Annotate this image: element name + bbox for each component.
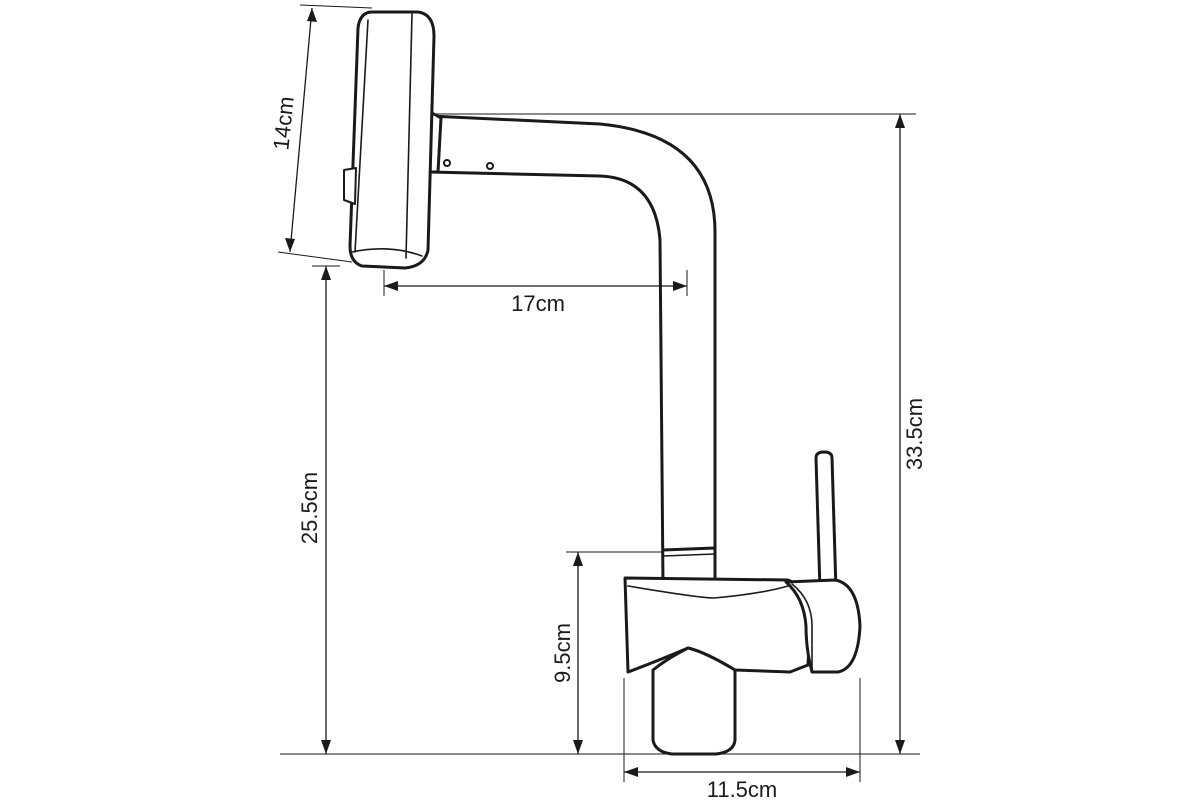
dimension-spout-reach: 17cm xyxy=(383,270,688,316)
spray-head-facet xyxy=(405,13,413,259)
dimension-label-total-height: 33.5cm xyxy=(902,398,927,470)
dimension-total-height: 33.5cm xyxy=(436,113,927,754)
dimension-spout-clearance: 25.5cm xyxy=(297,265,340,754)
spray-head-edge xyxy=(354,19,369,253)
spout-hole xyxy=(443,159,451,167)
dimension-label-spout-clearance: 25.5cm xyxy=(297,472,322,544)
lever-handle xyxy=(814,450,838,592)
faucet-spout xyxy=(428,114,717,586)
spout-ring xyxy=(661,546,717,552)
spray-head xyxy=(348,10,436,270)
faucet-base-column xyxy=(651,646,737,756)
dimension-label-body-height: 9.5cm xyxy=(550,623,575,683)
lever-hub-line xyxy=(791,583,813,671)
spout-ring-lower xyxy=(662,553,716,557)
faucet xyxy=(343,10,862,756)
dimension-spray-head: 14cm xyxy=(268,4,373,263)
dimension-label-base-width: 11.5cm xyxy=(707,777,778,800)
dimension-base-width: 11.5cm xyxy=(623,678,861,800)
spout-hole xyxy=(486,162,494,170)
spray-head-button xyxy=(343,167,357,205)
spray-head-bottom-face xyxy=(351,248,423,257)
dimension-body-height: 9.5cm xyxy=(550,551,664,754)
lever-hub xyxy=(784,578,862,674)
mixer-body xyxy=(623,576,812,674)
dimension-label-spray-head: 14cm xyxy=(268,95,298,151)
dimension-label-spout-reach: 17cm xyxy=(511,291,565,316)
mixer-body-seam xyxy=(627,585,789,599)
